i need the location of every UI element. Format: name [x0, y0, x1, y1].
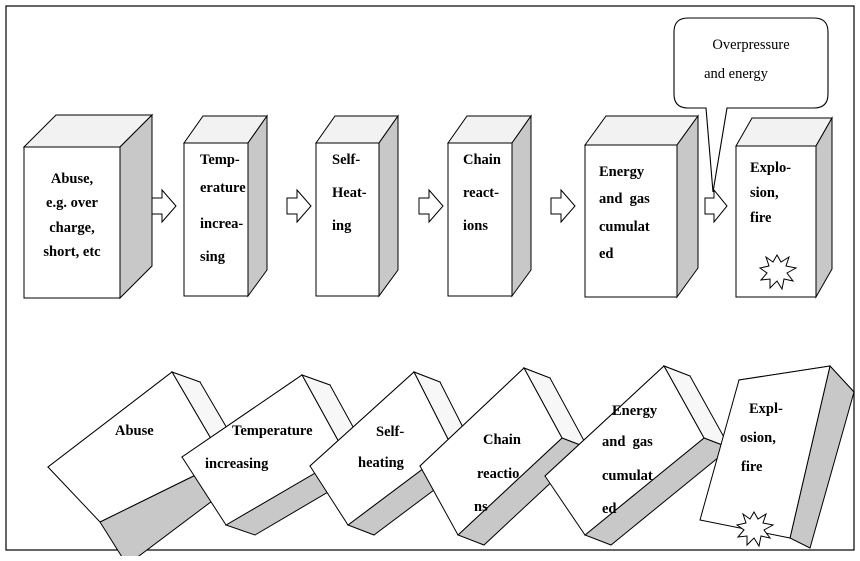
chain-box-chain-reactions-line-2: react-	[463, 185, 499, 201]
chain-box-energy-gas-front	[584, 144, 678, 298]
chain-box-abuse-line-4: short, etc	[43, 244, 101, 260]
chain-box-chain-reactions-line-3: ions	[463, 218, 488, 234]
chain-box-energy-gas-line-1: Energy	[599, 164, 645, 180]
overpressure-callout: Overpressure and energy	[673, 17, 829, 193]
chain-box-self-heating: Self- Heat- ing	[315, 114, 399, 298]
chain-box-abuse-line-1: Abuse,	[51, 171, 94, 187]
chain-box-chain-reactions: Chain react- ions	[447, 114, 532, 298]
chain-box-abuse-line-2: e.g. over	[46, 195, 98, 211]
diagram-frame	[5, 5, 855, 551]
domino-energy-gas-line-2: and gas	[602, 434, 653, 450]
chain-box-abuse-line-3: charge,	[49, 220, 95, 236]
chain-box-explosion-top	[735, 117, 833, 147]
domino-explosion-line-1: Expl-	[749, 401, 783, 417]
arrow-right-icon	[286, 188, 312, 224]
domino-self-heating-line-1: Self-	[376, 424, 404, 440]
chain-box-chain-reactions-side	[511, 114, 532, 298]
domino-chain-reactions-front	[419, 367, 563, 536]
chain-box-energy-gas-line-3: cumulat	[599, 219, 650, 235]
domino-explosion-front	[699, 365, 831, 539]
domino-abuse-line-1: Abuse	[115, 423, 154, 439]
chain-box-explosion: Explo- sion, fire	[735, 116, 833, 299]
chain-box-explosion-side	[815, 116, 833, 299]
domino-energy-gas-line-4: ed	[602, 501, 617, 517]
arrow-right-icon	[151, 188, 177, 224]
domino-explosion: Expl- osion, fire	[699, 364, 856, 549]
domino-energy-gas-front	[544, 365, 705, 536]
domino-chain-reactions-line-1: Chain	[483, 432, 521, 448]
domino-energy-gas: Energy and gas cumulat ed	[544, 365, 732, 546]
chain-box-explosion-line-3: fire	[750, 210, 772, 226]
explosion-star-icon	[758, 253, 798, 291]
arrow-right-icon	[550, 188, 576, 224]
chain-box-temperature-line-1: Temp-	[200, 152, 240, 168]
chain-box-self-heating-side	[378, 114, 399, 298]
chain-box-self-heating-line-3: ing	[332, 218, 352, 234]
domino-energy-gas-line-3: cumulat	[602, 468, 653, 484]
chain-box-temperature-line-4: sing	[200, 249, 226, 265]
chain-box-self-heating-line-2: Heat-	[332, 185, 367, 201]
chain-box-self-heating-line-1: Self-	[332, 152, 360, 168]
domino-chain-reactions-line-2: reactio	[477, 466, 519, 482]
domino-explosion-line-2: osion,	[740, 430, 776, 446]
domino-abuse: Abuse	[46, 371, 254, 561]
chain-box-abuse: Abuse, e.g. over charge, short, etc	[22, 113, 154, 300]
chain-box-explosion-line-2: sion,	[750, 185, 779, 201]
chain-box-chain-reactions-front	[447, 142, 513, 297]
domino-explosion-line-3: fire	[741, 459, 763, 475]
arrow-right-icon	[418, 188, 444, 224]
domino-temperature-line-2: increasing	[205, 456, 269, 472]
chain-box-energy-gas-side	[676, 114, 699, 299]
chain-box-energy-gas-line-4: ed	[599, 246, 614, 262]
chain-box-abuse-side	[119, 113, 153, 300]
domino-temperature-line-1: Temperature	[232, 423, 313, 439]
chain-box-energy-gas-line-2: and gas	[599, 191, 650, 207]
explosion-star-icon	[735, 510, 775, 548]
chain-box-temperature-line-3: increa-	[200, 216, 243, 232]
chain-box-temperature: Temp- erature increa- sing	[183, 114, 268, 298]
chain-box-abuse-front	[23, 146, 121, 299]
chain-box-temperature-side	[247, 114, 268, 298]
domino-chain-reactions-line-3: ns	[474, 499, 488, 515]
callout-line-1: Overpressure	[712, 37, 789, 53]
chain-box-energy-gas: Energy and gas cumulat ed	[584, 114, 699, 299]
chain-box-chain-reactions-line-1: Chain	[463, 152, 501, 168]
domino-energy-gas-line-1: Energy	[612, 403, 658, 419]
chain-box-explosion-line-1: Explo-	[750, 160, 791, 176]
callout-line-2: and energy	[704, 66, 768, 82]
overpressure-callout-shape	[673, 17, 829, 193]
domino-chain-reactions: Chain reactio ns	[419, 367, 590, 546]
chain-box-self-heating-front	[315, 142, 380, 297]
domino-self-heating-line-2: heating	[358, 455, 405, 471]
chain-box-temperature-line-2: erature	[200, 180, 246, 196]
chain-box-temperature-front	[183, 142, 249, 297]
chain-arrows	[151, 188, 728, 224]
arrow-right-icon	[704, 188, 728, 224]
